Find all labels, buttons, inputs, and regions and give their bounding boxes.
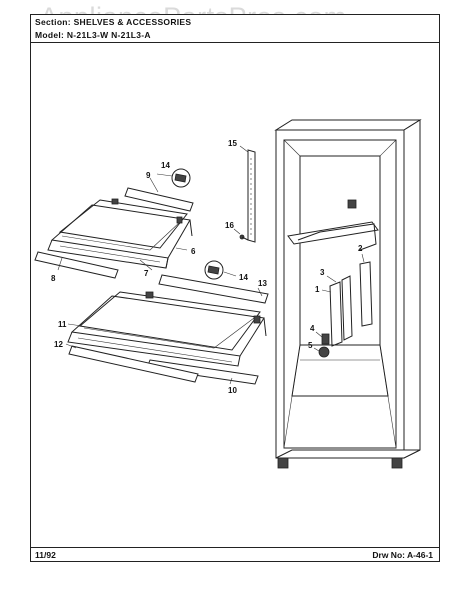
light-socket-4: [321, 333, 330, 345]
tubing: [297, 223, 377, 251]
lower-clip-detail-circle: [204, 260, 224, 280]
drawing-number: Drw No: A-46-1: [372, 550, 433, 560]
callout-12: 12: [54, 340, 63, 349]
light-bulb-5: [318, 346, 330, 358]
control-housing: [347, 199, 357, 209]
shelf-support-2: [359, 261, 373, 327]
model-line: Model: N-21L3-W N-21L3-A: [35, 30, 151, 40]
footer-divider: [31, 547, 439, 548]
callout-labels: 14 9 15 16 6 7 8 14 13 11 12 10 2 3 1 4 …: [51, 139, 363, 395]
callout-6: 6: [191, 247, 196, 256]
upper-shelf-glass: [58, 199, 188, 249]
lower-shelf-glass: [78, 291, 261, 351]
callout-4: 4: [310, 324, 315, 333]
callout-14-upper: 14: [161, 161, 170, 170]
lower-front-trim-12: [68, 345, 199, 383]
footer-date: 11/92: [35, 550, 56, 560]
cabinet-floor: [291, 344, 389, 397]
callout-7: 7: [144, 269, 149, 278]
upper-clip: [174, 173, 187, 183]
header-divider: [31, 42, 439, 43]
upper-clip-detail-circle: [171, 168, 191, 188]
freezer-divider: [287, 221, 379, 245]
callout-9: 9: [146, 171, 151, 180]
vertical-shelf-rail: [233, 145, 256, 243]
callout-3: 3: [320, 268, 325, 277]
callout-10: 10: [228, 386, 237, 395]
callout-15: 15: [228, 139, 237, 148]
callout-16: 16: [225, 221, 234, 230]
callout-2: 2: [358, 244, 363, 253]
cabinet-right-side: [403, 119, 421, 459]
upper-bracket-left: [111, 198, 119, 205]
lower-shelf-rear-trim: [158, 274, 269, 304]
lower-bracket-left: [145, 291, 154, 299]
lower-shelf-assembly: [65, 260, 269, 385]
upper-bracket-right: [176, 216, 183, 224]
lower-bracket-right: [253, 315, 261, 324]
front-leveling-leg-left: [277, 457, 289, 469]
callout-8: 8: [51, 274, 56, 283]
callout-5: 5: [308, 341, 313, 350]
shelf-rail-15: [247, 149, 256, 243]
callout-14-lower: 14: [239, 273, 248, 282]
callout-13: 13: [258, 279, 267, 288]
front-leveling-leg-right: [391, 457, 403, 469]
refrigerator-cabinet: [274, 119, 422, 469]
callout-11: 11: [58, 320, 67, 329]
upper-front-trim: [34, 251, 119, 279]
cabinet-base: [275, 449, 421, 459]
callout-1: 1: [315, 285, 320, 294]
shelf-support-3: [341, 275, 353, 341]
upper-shelf-assembly: [34, 168, 194, 279]
shelf-support-1: [329, 281, 343, 347]
cabinet-top: [274, 119, 422, 131]
upper-shelf-trim: [124, 187, 194, 212]
lower-clip: [207, 265, 220, 275]
section-title: Section: SHELVES & ACCESSORIES: [35, 17, 192, 27]
